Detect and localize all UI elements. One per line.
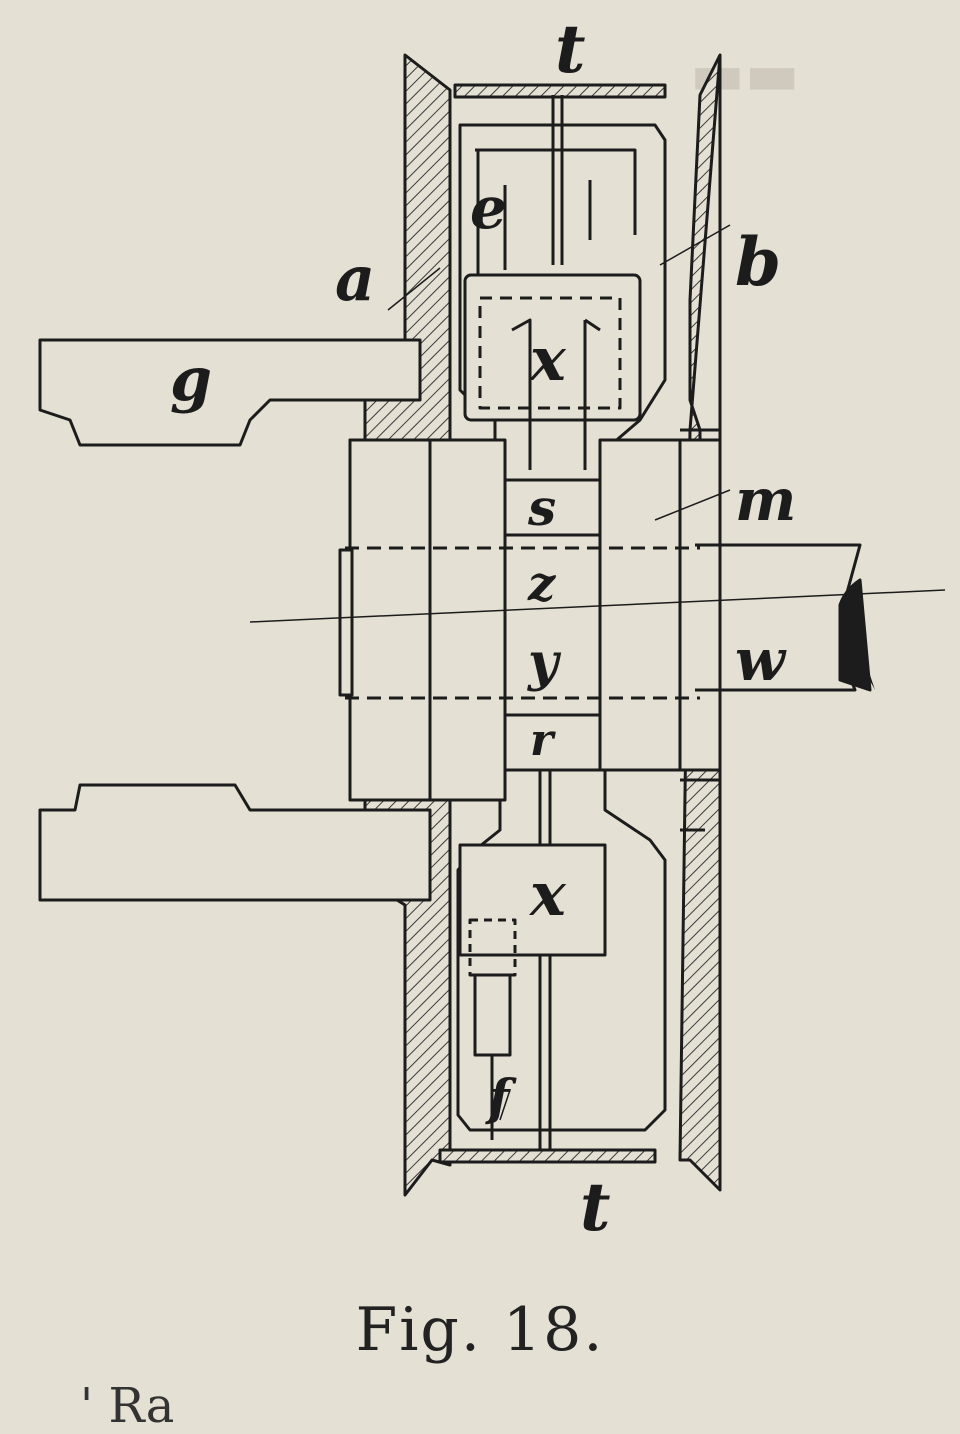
upper-guide <box>475 148 637 275</box>
upper-block-x <box>463 273 642 422</box>
label-t-top: t <box>555 10 586 88</box>
label-a: a <box>335 242 375 315</box>
label-m: m <box>735 466 796 534</box>
hub-block <box>348 438 507 802</box>
label-x-upper: x <box>528 325 567 395</box>
arm-lower <box>38 783 432 902</box>
label-w: w <box>735 626 787 694</box>
arm-upper-g <box>38 338 422 447</box>
label-g: g <box>170 345 212 415</box>
label-b: b <box>735 223 781 301</box>
rim-band-top <box>453 83 667 99</box>
figure-caption: Fig. 18. <box>355 1295 605 1365</box>
label-r: r <box>530 715 556 766</box>
rim-band-bottom <box>438 1148 657 1164</box>
bottom-text-fragment: ' Ra <box>80 1378 175 1434</box>
lower-block-x <box>458 843 607 957</box>
label-e: e <box>470 174 507 242</box>
label-t-bottom: t <box>580 1168 611 1246</box>
axis-centerline <box>249 589 946 623</box>
label-z: z <box>527 556 557 612</box>
label-x-lower: x <box>528 860 567 930</box>
pulley-cross-section-diagram: t t a b e g x s m z y w r x f <box>38 10 946 1246</box>
lower-pin <box>473 973 512 1057</box>
figure-page: ▬▬ <box>38 10 946 1434</box>
label-s: s <box>527 478 556 537</box>
label-y: y <box>527 632 562 693</box>
